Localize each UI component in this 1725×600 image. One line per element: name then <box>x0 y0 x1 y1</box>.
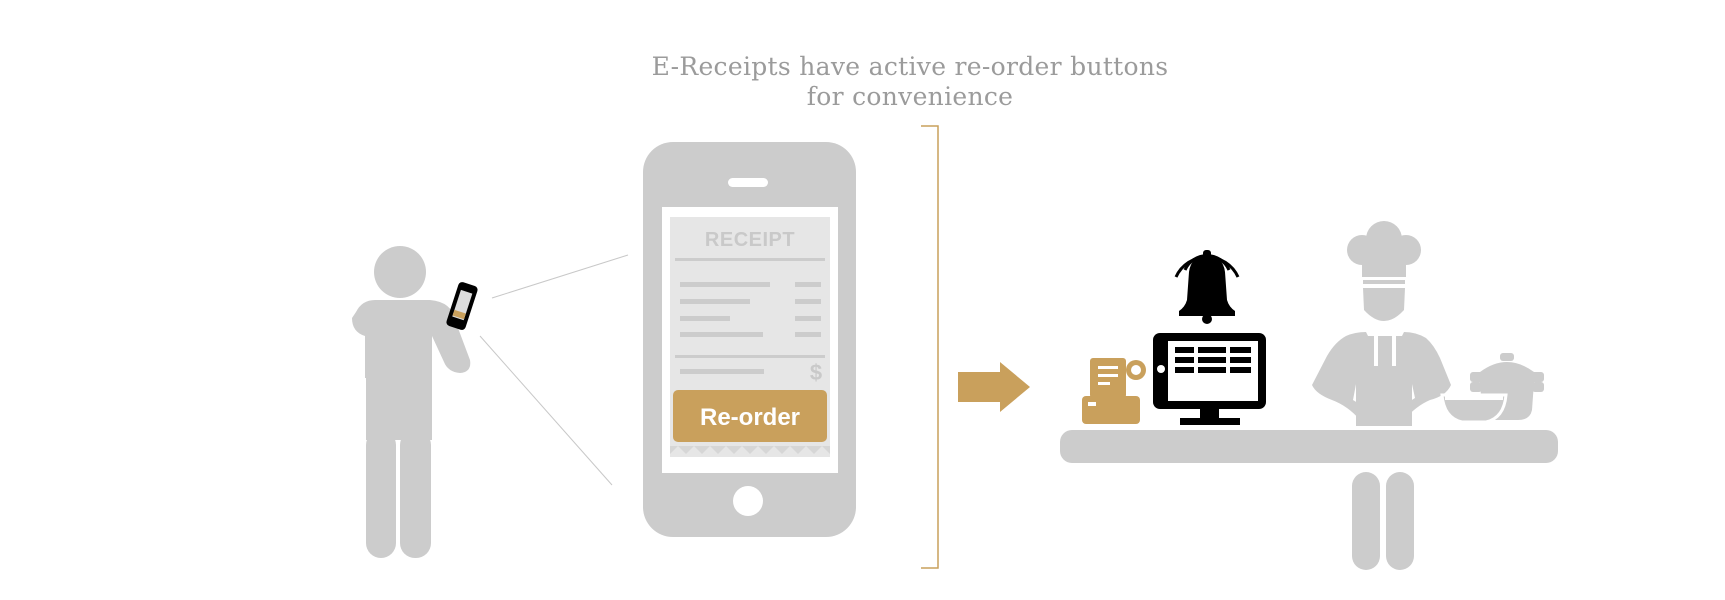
pos-terminal-icon <box>1153 333 1266 425</box>
reorder-button-label: Re-order <box>700 404 800 431</box>
person-with-phone-icon <box>352 246 471 558</box>
zoom-line-bottom <box>479 335 613 486</box>
chef-icon <box>1312 221 1451 570</box>
small-phone-icon <box>446 282 478 330</box>
receipt-title: RECEIPT <box>705 229 795 251</box>
arrow-right-icon <box>958 362 1030 412</box>
bell-icon <box>1174 250 1240 324</box>
reorder-button[interactable]: Re-order <box>673 390 827 442</box>
caption-line-1: E-Receipts have active re-order buttons <box>651 52 1169 81</box>
dollar-icon: $ <box>810 360 822 385</box>
zoom-line-top <box>491 254 629 299</box>
smartphone-icon <box>643 142 856 537</box>
caption: E-Receipts have active re-order buttons … <box>560 52 1260 112</box>
receipt-printer-icon <box>1082 358 1146 424</box>
caption-line-2: for convenience <box>806 82 1014 111</box>
bracket <box>921 125 939 569</box>
counter-icon <box>1060 430 1558 463</box>
bowl-icon <box>1440 393 1508 424</box>
